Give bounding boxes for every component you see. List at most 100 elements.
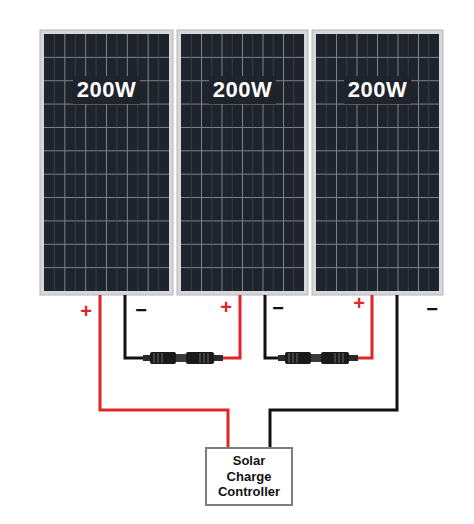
cell-area (181, 34, 304, 291)
cell-line (148, 34, 149, 291)
cell-line (377, 34, 378, 291)
polarity-label: − (272, 298, 284, 318)
busbar (232, 34, 233, 291)
busbar (408, 34, 409, 291)
cell-line (181, 174, 304, 175)
cell-line (44, 244, 169, 245)
cell-line (181, 127, 304, 128)
cell-line (44, 267, 169, 268)
plug-joint (311, 354, 321, 362)
cell-line (316, 57, 439, 58)
cell-line (357, 34, 358, 291)
busbar (326, 34, 327, 291)
cell-line (106, 34, 107, 291)
wattage-label: 200W (73, 76, 140, 104)
cell-line (242, 34, 243, 291)
polarity-label: − (135, 300, 147, 320)
busbar (137, 34, 138, 291)
cell-line (44, 57, 169, 58)
cell-line (316, 150, 439, 151)
panel-frame (312, 30, 443, 295)
cell-line (181, 220, 304, 221)
female-body (150, 352, 176, 364)
cell-line (316, 174, 439, 175)
wire-segment (270, 295, 397, 447)
controller-label: Solar Charge Controller (210, 453, 288, 500)
cell-line (201, 34, 202, 291)
solar-panel-box: 200W (177, 30, 308, 295)
mc4-connector (278, 352, 358, 364)
panel-frame (40, 30, 173, 295)
busbar (367, 34, 368, 291)
plug-joint (176, 354, 186, 362)
solar-panel-box: 200W (312, 30, 443, 295)
grip-ridge (208, 353, 209, 363)
grip-ridge (200, 353, 201, 363)
cell-line (316, 127, 439, 128)
grip-ridge (297, 353, 298, 363)
cell-area (44, 34, 169, 291)
panel-frame (177, 30, 308, 295)
busbar (116, 34, 117, 291)
cell-line (64, 34, 65, 291)
cell-line (181, 197, 304, 198)
busbar (211, 34, 212, 291)
cell-line (263, 34, 264, 291)
female-body (285, 352, 311, 364)
cable-boot (143, 355, 151, 361)
cell-line (316, 244, 439, 245)
cell-area (316, 34, 439, 291)
cell-line (85, 34, 86, 291)
cell-line (127, 34, 128, 291)
cell-line (44, 150, 169, 151)
cell-line (398, 34, 399, 291)
busbar (54, 34, 55, 291)
cell-line (44, 174, 169, 175)
busbar (293, 34, 294, 291)
polarity-label: + (80, 301, 92, 321)
cell-line (283, 34, 284, 291)
cell-line (181, 57, 304, 58)
solar-panel (312, 30, 443, 295)
cell-line (44, 197, 169, 198)
grip-ridge (335, 353, 336, 363)
wire (125, 295, 240, 358)
cable-boot (214, 355, 223, 361)
wattage-label: 200W (209, 76, 276, 104)
grip-ridge (343, 353, 344, 363)
grip-ridge (289, 353, 290, 363)
cell-line (222, 34, 223, 291)
grip-ridge (158, 353, 159, 363)
male-body (186, 352, 214, 364)
solar-panel (177, 30, 308, 295)
busbar (191, 34, 192, 291)
wire (270, 295, 397, 447)
cable-boot (349, 355, 358, 361)
cell-line (316, 267, 439, 268)
cell-line (336, 34, 337, 291)
busbar (252, 34, 253, 291)
wire-segment (183, 295, 240, 358)
polarity-label: + (220, 297, 232, 317)
grip-ridge (162, 353, 163, 363)
cell-line (316, 197, 439, 198)
wire-segment (125, 295, 183, 358)
controller-box: Solar Charge Controller (205, 447, 293, 506)
solar-panel (40, 30, 173, 295)
grip-ridge (154, 353, 155, 363)
cell-line (181, 244, 304, 245)
polarity-label: − (426, 299, 438, 319)
wattage-label: 200W (344, 76, 411, 104)
busbar (346, 34, 347, 291)
cell-line (181, 150, 304, 151)
cell-line (44, 127, 169, 128)
mc4-connector (143, 352, 223, 364)
busbar (96, 34, 97, 291)
busbar (158, 34, 159, 291)
busbar (273, 34, 274, 291)
cell-line (44, 220, 169, 221)
wire-segment (265, 295, 318, 358)
busbar (428, 34, 429, 291)
cable-boot (278, 355, 286, 361)
cell-line (316, 220, 439, 221)
